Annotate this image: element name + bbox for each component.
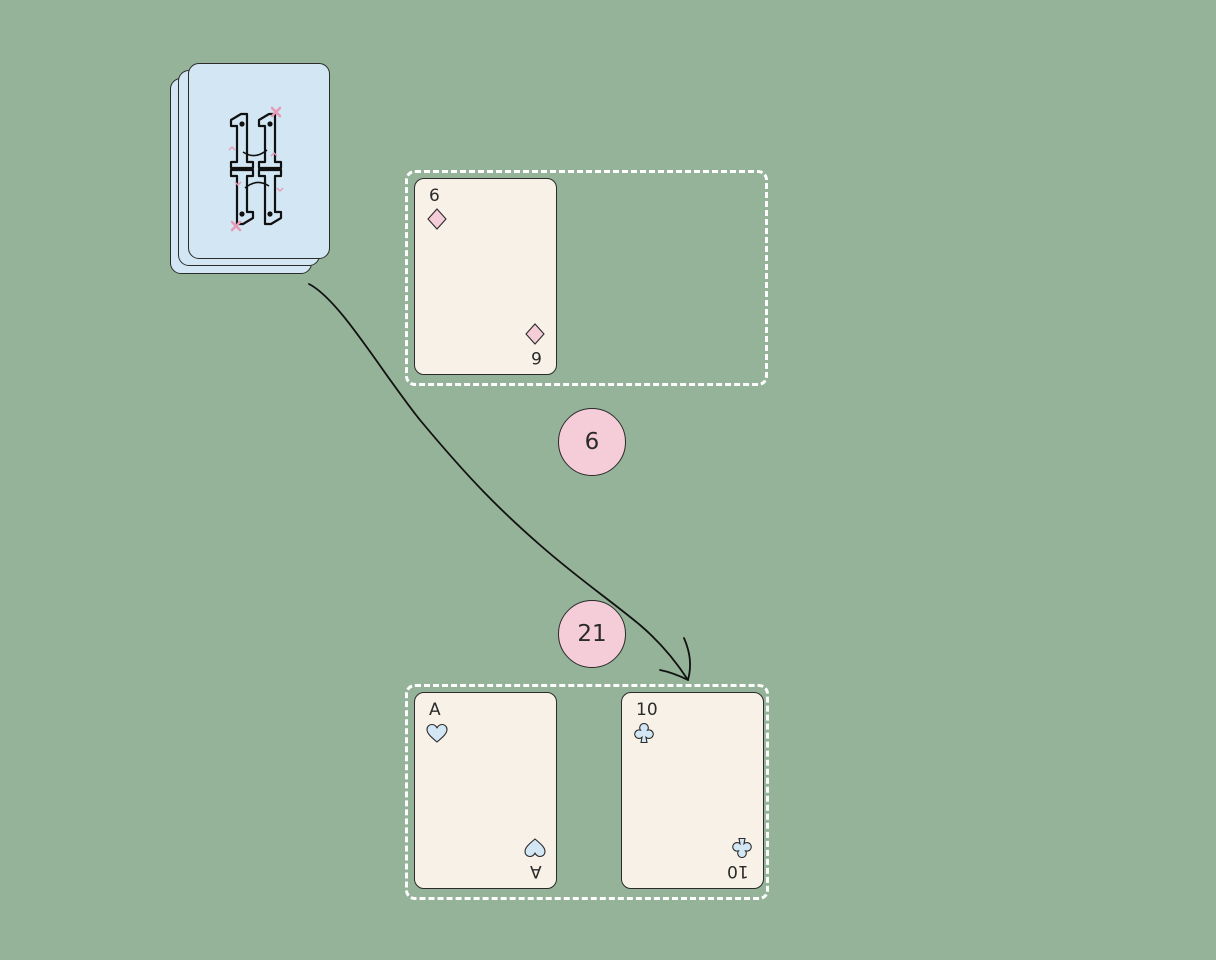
eleven-logo-icon [228,106,284,232]
player-score-badge: 21 [558,600,626,668]
deck-top-card[interactable] [188,63,330,259]
draw-deck[interactable] [168,62,338,282]
dealer-score-badge: 6 [558,408,626,476]
player-card-ace-heart: A A [414,692,557,889]
heart-icon [524,838,546,858]
diamond-icon [427,208,447,230]
heart-icon [426,723,448,743]
dealer-card-6-diamond: 6 6 [414,178,557,375]
card-rank: 10 [636,700,658,720]
card-rank: 6 [531,347,542,367]
club-icon [634,722,654,744]
card-rank: 6 [429,186,440,206]
player-card-10-club: 10 10 [621,692,764,889]
card-rank: A [530,861,542,881]
player-card-zone [405,684,769,900]
card-rank: A [429,700,441,720]
club-icon [732,837,752,859]
card-rank: 10 [727,861,749,881]
diamond-icon [525,323,545,345]
